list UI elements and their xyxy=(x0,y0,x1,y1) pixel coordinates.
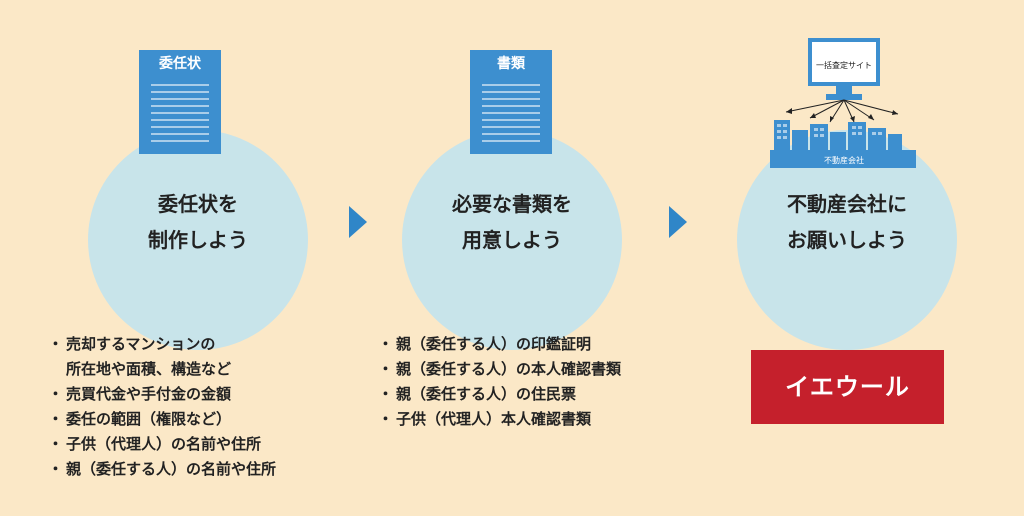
step1-text-line2: 制作しよう xyxy=(148,228,248,252)
step2-text-line2: 用意しよう xyxy=(462,228,562,252)
monitor-label: 一括査定サイト xyxy=(816,60,872,70)
list-item: 委任の範囲（権限など） xyxy=(48,407,276,432)
power-of-attorney-contents-list: 売却するマンションの 所在地や面積、構造など 売買代金や手付金の金額 委任の範囲… xyxy=(48,332,276,482)
list-item: 親（委任する人）の名前や住所 xyxy=(48,457,276,482)
list-item: 親（委任する人）の印鑑証明 xyxy=(378,332,621,357)
step2-doc-label: 書類 xyxy=(497,56,525,72)
step1-doc-label: 委任状 xyxy=(159,56,201,72)
step2-text-line1: 必要な書類を xyxy=(452,192,572,216)
list-item: 子供（代理人）の名前や住所 xyxy=(48,432,276,457)
list-item: 売買代金や手付金の金額 xyxy=(48,382,276,407)
list-item: 親（委任する人）の本人確認書類 xyxy=(378,357,621,382)
ieul-brand-button[interactable]: イエウール xyxy=(751,350,944,424)
buildings-icon xyxy=(770,120,916,168)
step2-circle xyxy=(402,130,622,350)
arrow-right-icon xyxy=(349,206,367,238)
step1-text: 委任状を 制作しよう xyxy=(88,186,308,258)
documents-icon: 書類 xyxy=(470,50,552,154)
step3-text: 不動産会社に お願いしよう xyxy=(737,186,957,258)
list-item-line2: 所在地や面積、構造など xyxy=(66,360,232,378)
list-item: 売却するマンションの 所在地や面積、構造など xyxy=(48,332,276,382)
arrow-right-icon xyxy=(669,206,687,238)
document-lines xyxy=(151,84,209,147)
list-item-line1: 売却するマンションの xyxy=(66,335,216,353)
required-documents-list: 親（委任する人）の印鑑証明 親（委任する人）の本人確認書類 親（委任する人）の住… xyxy=(378,332,621,432)
step1-circle xyxy=(88,130,308,350)
list-item: 親（委任する人）の住民票 xyxy=(378,382,621,407)
document-lines xyxy=(482,84,540,147)
list-item: 子供（代理人）本人確認書類 xyxy=(378,407,621,432)
appraisal-site-to-agencies-icon: 一括査定サイト 不動産会社 xyxy=(770,38,916,168)
step2-text: 必要な書類を 用意しよう xyxy=(402,186,622,258)
step3-text-line2: お願いしよう xyxy=(787,228,907,252)
building-label: 不動産会社 xyxy=(824,155,864,165)
step3-text-line1: 不動産会社に xyxy=(787,192,907,216)
step1-text-line1: 委任状を xyxy=(158,192,238,216)
distribution-arrows xyxy=(785,99,899,123)
power-of-attorney-document-icon: 委任状 xyxy=(139,50,221,154)
